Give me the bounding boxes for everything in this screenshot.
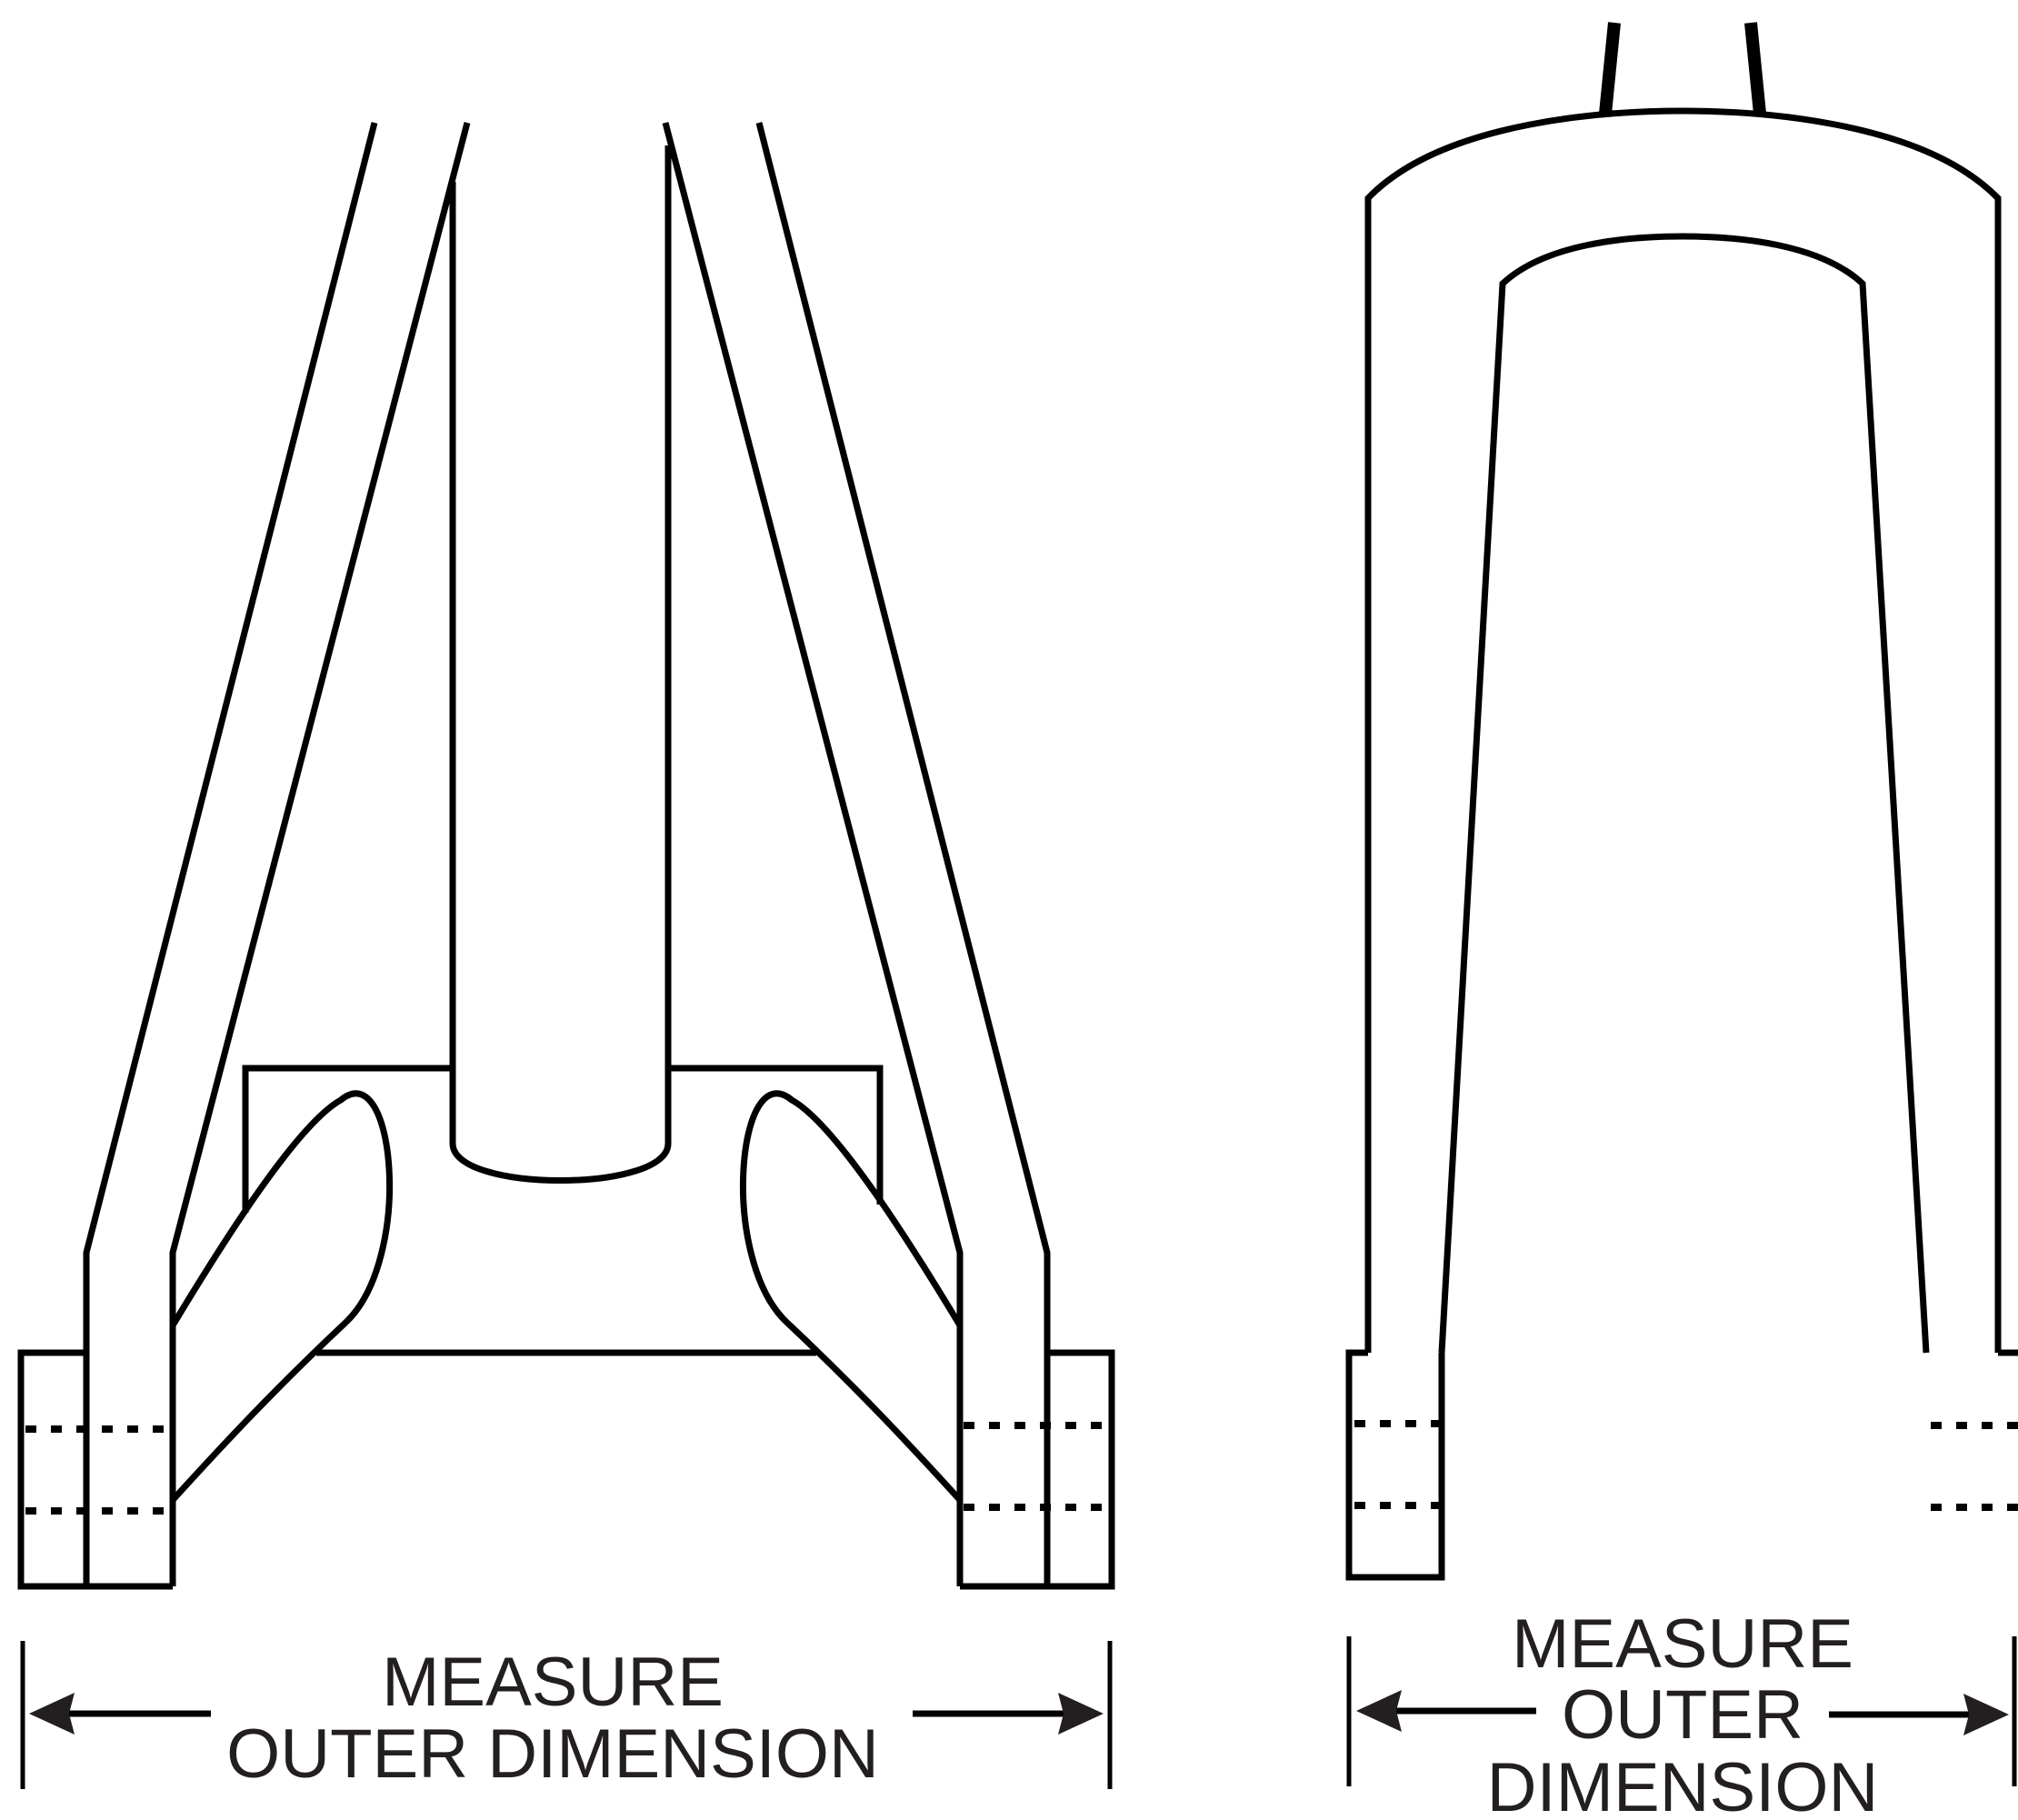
steerer-stub-right [1744,22,1766,115]
left-fork-drawing [17,122,1115,1590]
right-dimension-arrowhead-right [1963,1694,2009,1735]
crown-left-lobe [170,1090,393,1503]
left-label-line2: OUTER DIMENSION [226,1715,879,1793]
left-dimension-arrowhead-right [1058,1693,1104,1735]
crown-right-lobe [740,1090,963,1503]
right-blade-inner-edge [662,122,964,1586]
left-label-line1: MEASURE [382,1644,724,1721]
crown-top-left [242,1065,453,1213]
right-dropout [960,1349,1115,1590]
left-dropout [17,1349,173,1590]
crown-top-right [668,1065,884,1205]
left-dimension-arrowhead-left [29,1693,75,1735]
right-label-line3: DIMENSION [1487,1749,1879,1820]
right-label-line2: OUTER [1562,1676,1803,1754]
crown-outer-arc [1364,107,2002,1353]
left-blade-inner-edge [169,122,471,1586]
crown-inner-arch [1438,233,1930,1354]
right-dimension-annotation: MEASURE OUTER DIMENSION [1346,1605,2017,1820]
steerer-stub-left [1599,22,1621,115]
right-blade-outer-edge [755,122,1051,1586]
steerer-tube [449,145,672,1184]
left-dimension-annotation: MEASURE OUTER DIMENSION [20,1641,1113,1793]
right-label-line1: MEASURE [1512,1605,1853,1683]
right-dimension-arrowhead-left [1356,1690,1402,1732]
right-fork-drawing [1345,22,2018,1581]
right-view-left-dropout [1345,1349,1445,1581]
left-blade-outer-edge [83,122,378,1586]
